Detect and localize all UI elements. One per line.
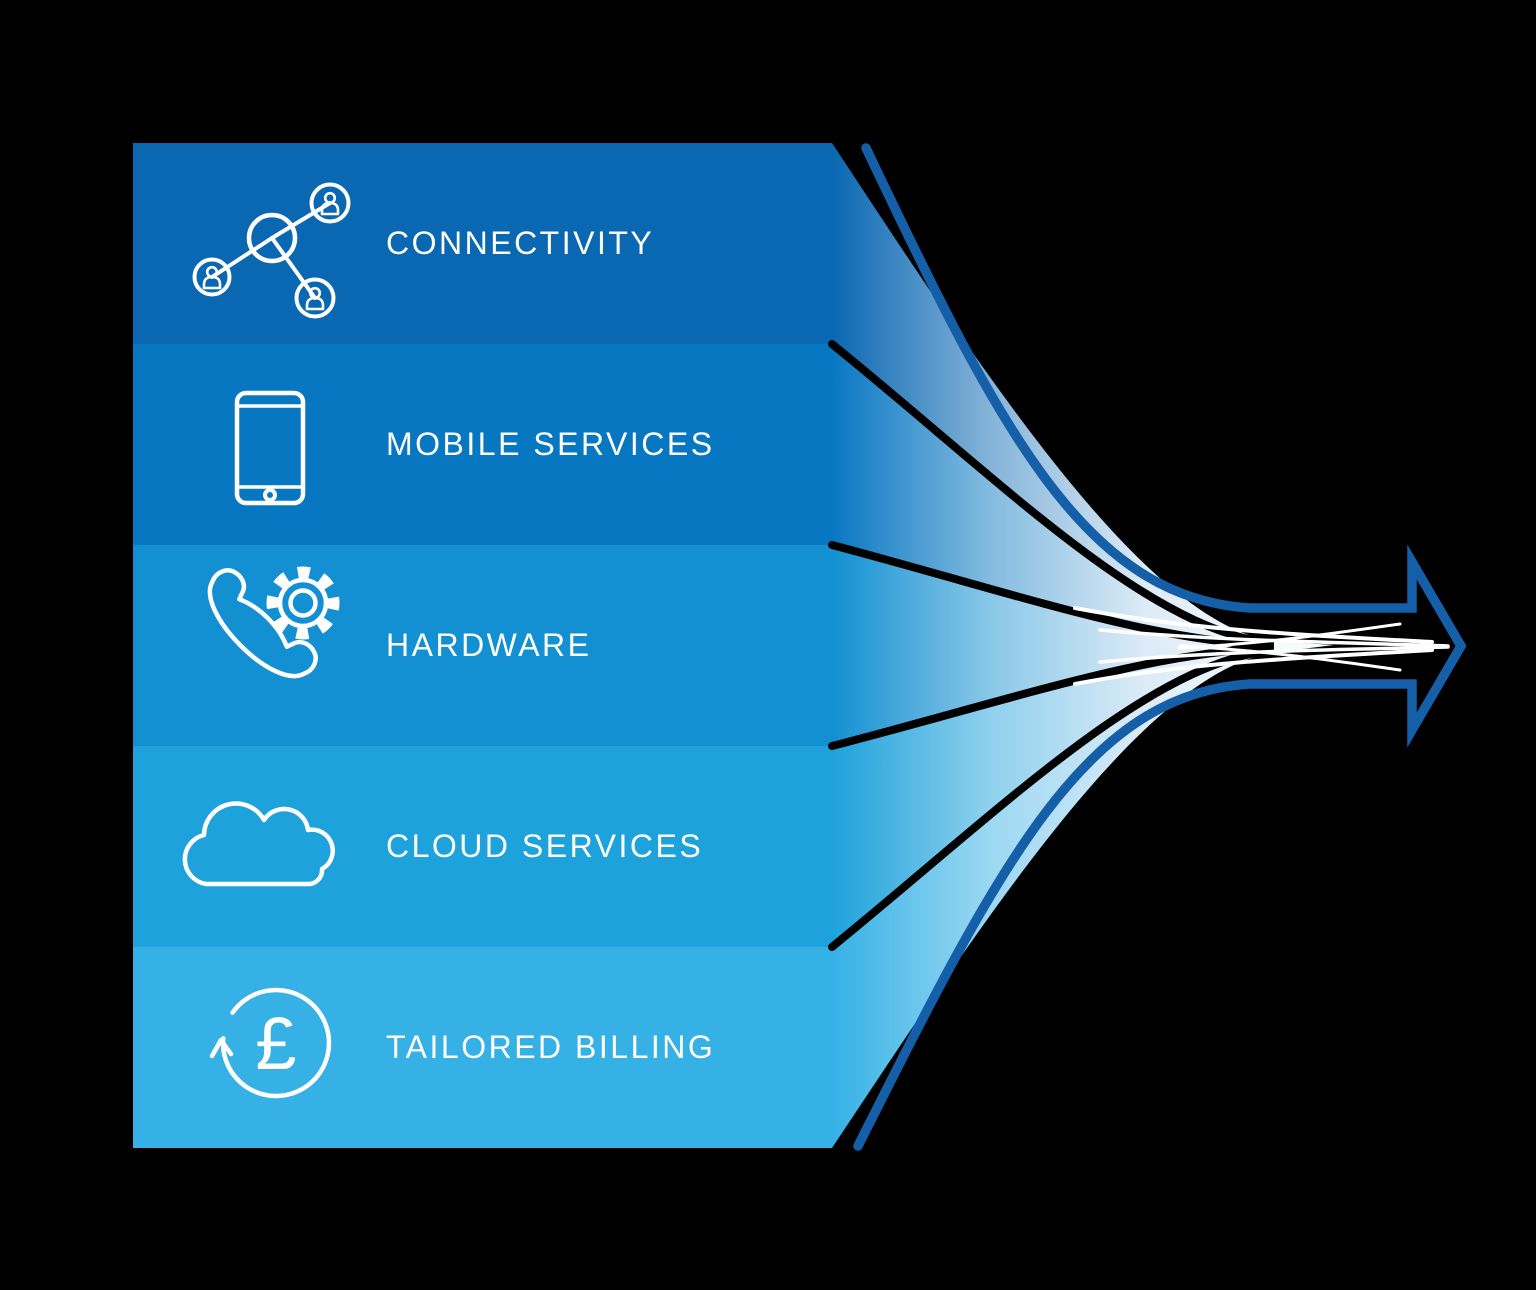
ribbon-cloud-services <box>832 648 1270 947</box>
handset-outline <box>207 568 318 679</box>
band-label-cloud-services: CLOUD SERVICES <box>386 828 703 864</box>
band-row-hardware <box>133 545 832 746</box>
flow-streaks <box>1073 606 1450 686</box>
band-row-tailored-billing <box>133 947 832 1148</box>
ribbon-mobile-services <box>832 344 1270 646</box>
phone-gear-icon <box>207 566 340 679</box>
network-people-icon <box>192 182 351 319</box>
pound-refresh-icon: £ <box>209 987 332 1099</box>
flow-arrow-outline <box>853 143 1467 1151</box>
band-label-tailored-billing: TAILORED BILLING <box>386 1029 715 1065</box>
refresh-arrowhead <box>209 1037 234 1059</box>
cloud-icon <box>182 801 336 887</box>
ribbon-tailored-billing <box>832 650 1270 1148</box>
ribbon-hardware <box>832 545 1270 746</box>
band-row-cloud-services <box>133 746 832 947</box>
smartphone-icon <box>234 390 306 506</box>
band-label-connectivity: CONNECTIVITY <box>386 225 654 261</box>
band-row-mobile-services <box>133 344 832 545</box>
ribbon-connectivity <box>832 143 1270 643</box>
gear <box>266 566 340 640</box>
pound-symbol: £ <box>255 1002 296 1085</box>
band-label-mobile-services: MOBILE SERVICES <box>386 426 715 462</box>
band-label-hardware: HARDWARE <box>386 627 591 663</box>
